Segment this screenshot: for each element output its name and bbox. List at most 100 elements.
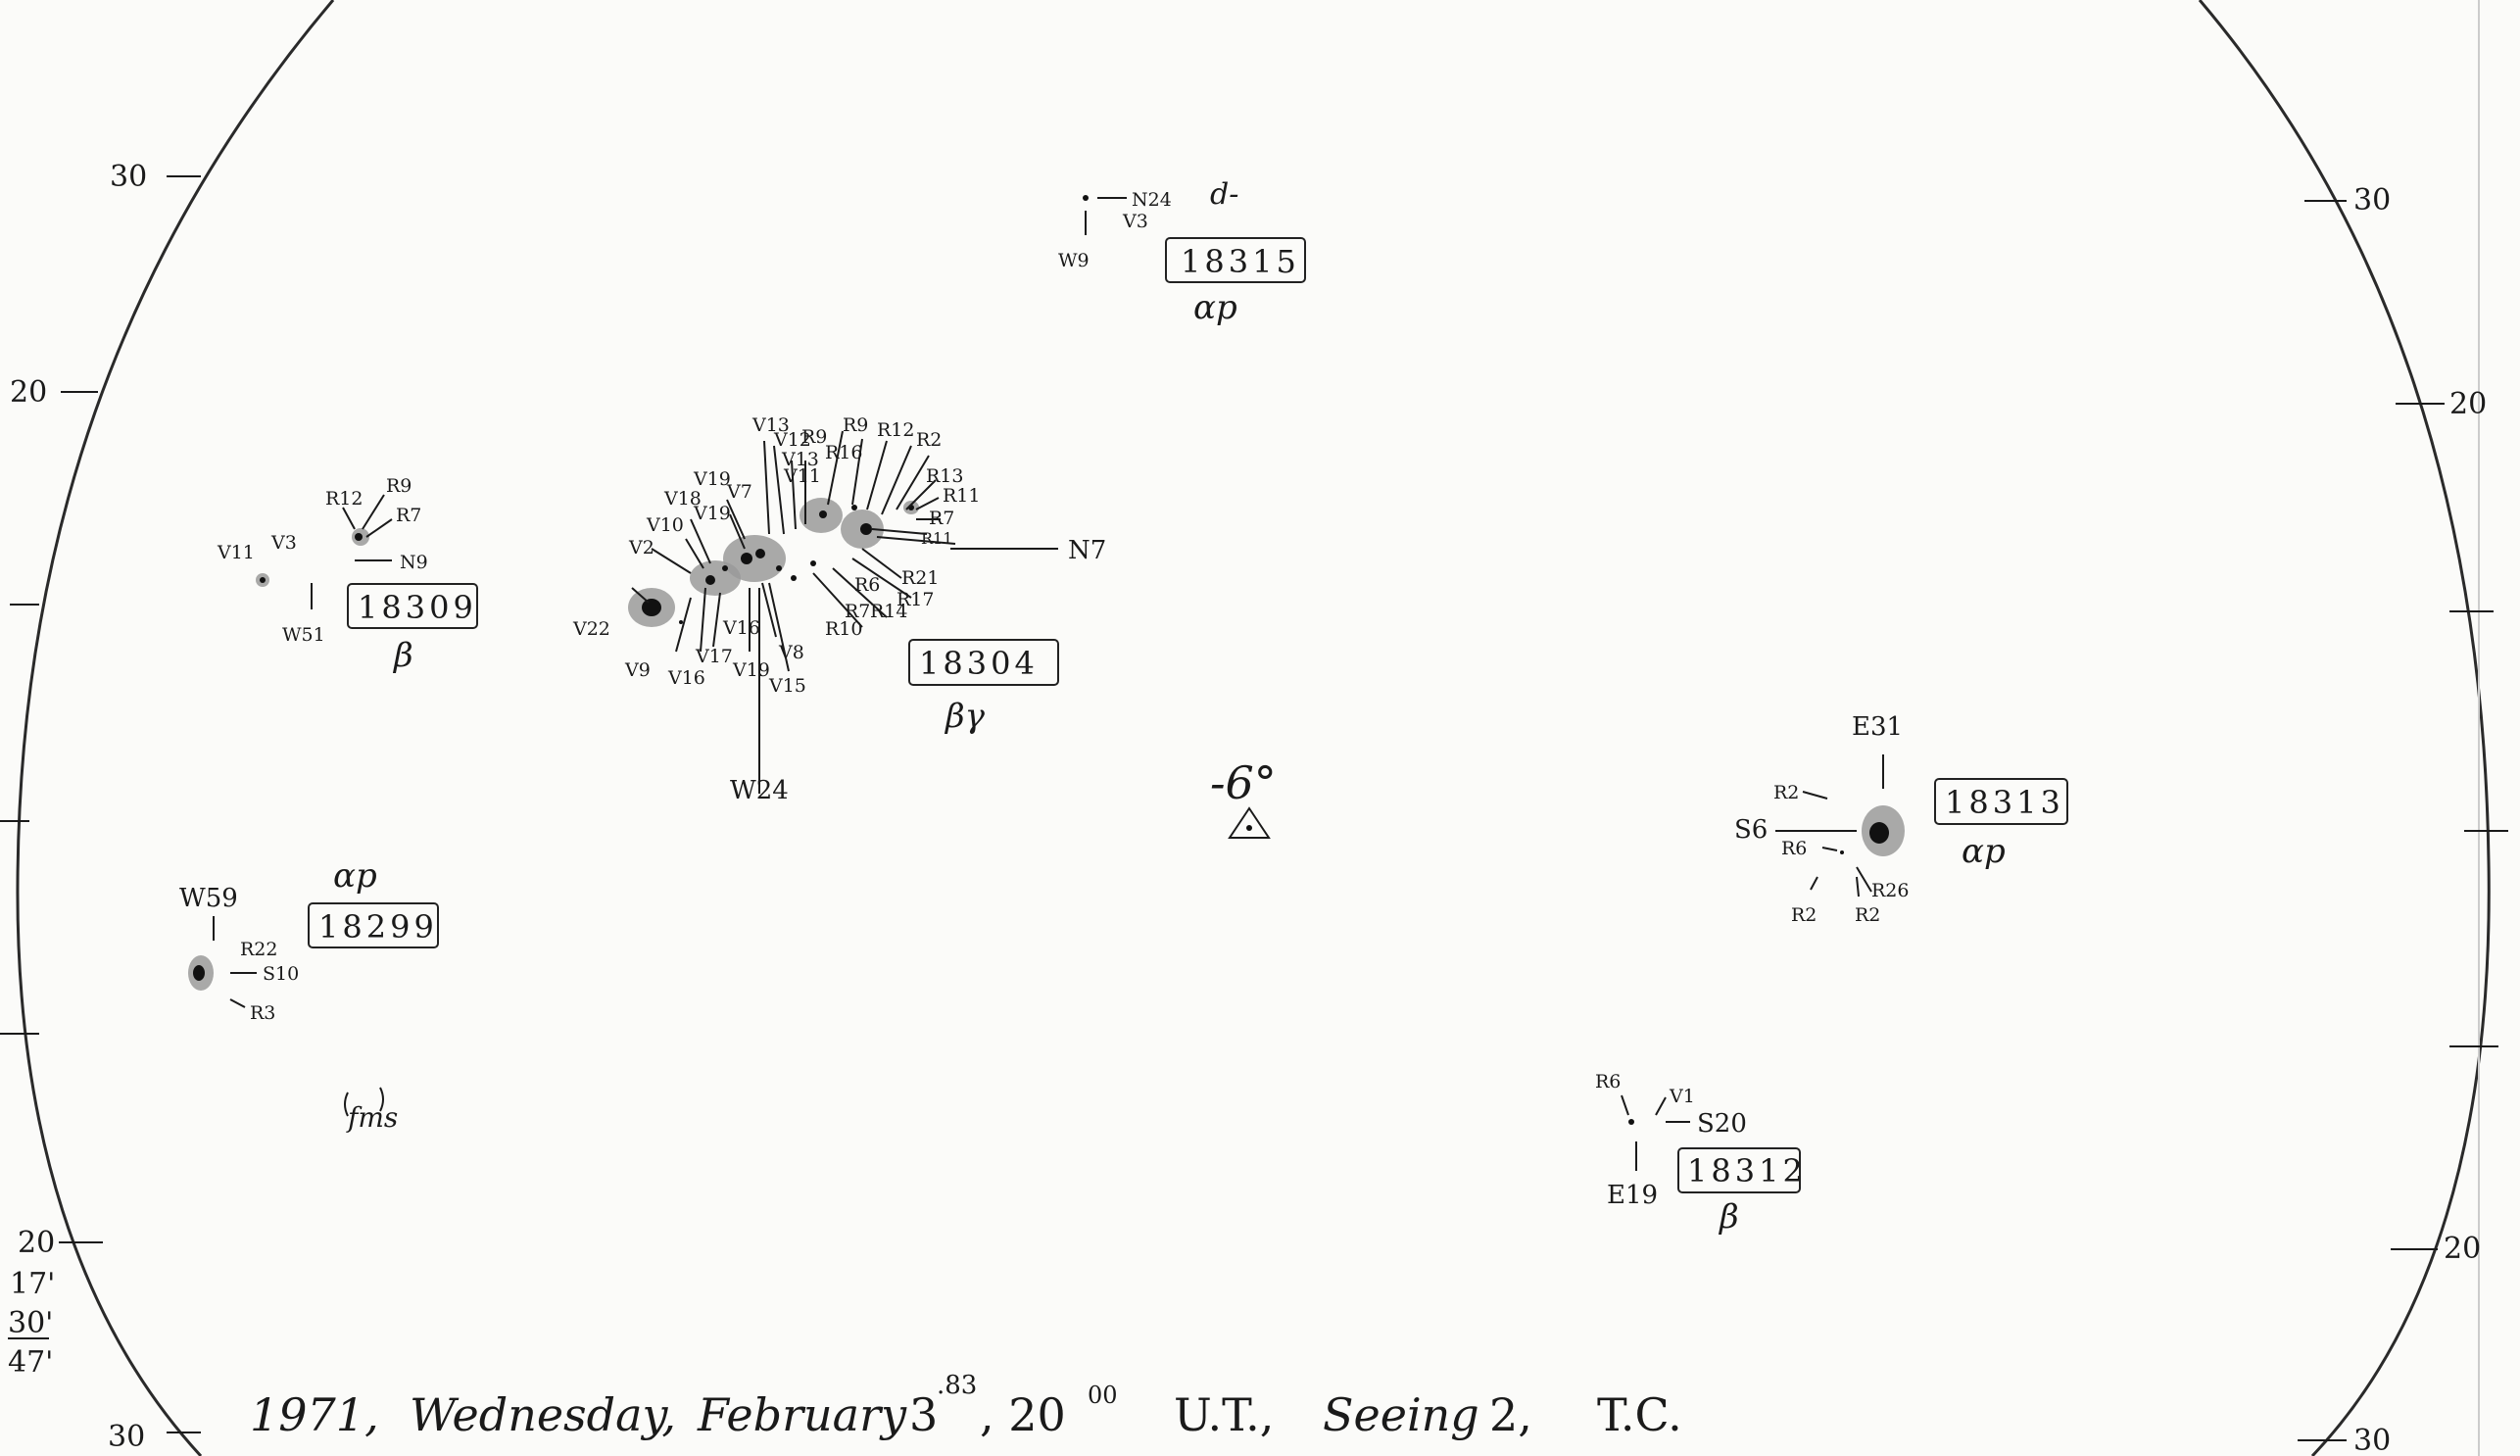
spot-label: R10 [825, 618, 862, 640]
region-18313: E31 R2 S6 R6 R26 R2 R2 18313 αp [1734, 712, 2068, 926]
footer-day-fraction: .83 [937, 1371, 977, 1400]
spot-label: V19 [732, 659, 770, 681]
region-18309: R12 R9 R7 V11 V3 N9 W51 18309 β [217, 475, 478, 675]
region-number-box [308, 902, 439, 948]
right-latitude-ticks: 30 20 20 30 [2298, 183, 2508, 1456]
sunspot [355, 533, 363, 541]
region-class: β [392, 636, 413, 675]
spot-label: N7 [1068, 536, 1106, 565]
spot-label: V12 [773, 429, 811, 451]
sunspot [810, 560, 816, 566]
sunspot [819, 510, 827, 518]
spot-label: R6 [1595, 1071, 1621, 1092]
spot-label: S20 [1697, 1109, 1747, 1139]
spot-label: R9 [386, 475, 412, 497]
footer-day: 3 [909, 1388, 938, 1441]
tick-label: 30 [2353, 183, 2391, 218]
spot-label: V13 [751, 414, 790, 436]
center-dot [1246, 825, 1252, 831]
region-18312: R6 V1 S20 E19 18312 β [1595, 1071, 1803, 1237]
footer-seeing-value: 2, [1489, 1388, 1532, 1441]
region-class: αp [333, 856, 377, 896]
center-mark-value: -6° [1210, 756, 1277, 809]
spot-label: R6 [854, 574, 880, 596]
spot-label: R26 [1871, 880, 1909, 901]
spot-label: V2 [628, 537, 654, 558]
spot-label: R9 [843, 414, 868, 436]
region-class: αp [1962, 832, 2006, 871]
region-18304: V13 V12 R9 R9 R12 R2 V13 R16 V11 R13 R11… [572, 414, 1106, 805]
spot-label: V11 [217, 542, 255, 563]
leader-line [229, 998, 246, 1008]
spot-label: R3 [250, 1002, 275, 1024]
tick-label: 20 [2444, 1232, 2481, 1266]
spot-label: V7 [726, 481, 752, 503]
spot-label: R2 [1855, 904, 1880, 926]
region-number-box [1165, 237, 1306, 283]
spot-label: R21 [901, 567, 939, 589]
triangle-marker [1228, 806, 1271, 839]
sunspot [791, 575, 797, 581]
solar-limb-right [2198, 0, 2491, 1456]
sunspot [860, 523, 872, 535]
leader-line [1810, 876, 1818, 891]
spot-label: R7 [396, 505, 421, 526]
region-number: 18313 [1945, 784, 2064, 821]
tick-label: 30 [108, 1420, 145, 1454]
leader-line [1856, 876, 1860, 898]
spot-label: R2 [916, 429, 942, 451]
sunspot [193, 965, 205, 981]
faculae-marks [344, 1087, 384, 1117]
spot-label: R22 [240, 939, 277, 960]
sunspot-penumbra [723, 535, 786, 582]
region-number-box [908, 639, 1059, 686]
leader-lines [1621, 1094, 1667, 1116]
spot-label: R9 [801, 426, 827, 448]
sunspot [1840, 850, 1844, 854]
spot-label: V9 [624, 659, 651, 681]
sunspot [1628, 1119, 1634, 1125]
region-number: 18315 [1181, 243, 1300, 280]
spot-label: V8 [778, 642, 804, 663]
spot-label: V16 [667, 667, 705, 689]
spot-label: V1 [1669, 1086, 1695, 1107]
spot-label: V3 [1122, 211, 1148, 232]
tick-label: 30 [2353, 1424, 2391, 1456]
sunspot [705, 575, 715, 585]
region-number-box [1934, 778, 2068, 825]
region-number: 18299 [318, 908, 438, 946]
spot-label: S10 [263, 963, 299, 985]
leader-lines [631, 430, 1058, 794]
faculae-label: fms [346, 1101, 398, 1134]
margin-note-a: 17' [10, 1267, 55, 1301]
spot-label: R13 [926, 465, 963, 487]
sunspot [851, 505, 857, 510]
sunspot [642, 599, 661, 616]
spot-label: N9 [400, 552, 428, 573]
spot-label: R6 [1781, 838, 1807, 859]
spot-label: R16 [825, 442, 862, 463]
sunspot [741, 553, 752, 564]
sunspot [722, 565, 728, 571]
tick-label: 30 [110, 160, 147, 194]
footer-year: 1971, [250, 1388, 379, 1441]
sunspot [260, 577, 266, 583]
footer-time: , 20 [980, 1388, 1066, 1441]
left-latitude-ticks: 30 20 20 30 [0, 160, 201, 1454]
margin-note-b: 30' [8, 1306, 53, 1340]
spot-label: V16 [722, 617, 760, 639]
sunspot [776, 565, 782, 571]
spot-label: R11 [943, 485, 980, 507]
spot-label: W24 [730, 776, 789, 805]
spot-label: V11 [783, 465, 821, 487]
leader-line [1821, 847, 1838, 851]
footer-observer: T.C. [1597, 1388, 1682, 1441]
tick-label: 20 [10, 375, 47, 410]
leader-line [1802, 791, 1828, 800]
sunspot [755, 549, 765, 558]
spot-label: R2 [1791, 904, 1817, 926]
center-mark: -6° [1210, 756, 1277, 839]
footer-seeing-label: Seeing [1323, 1388, 1479, 1441]
sunspot [1869, 822, 1889, 844]
